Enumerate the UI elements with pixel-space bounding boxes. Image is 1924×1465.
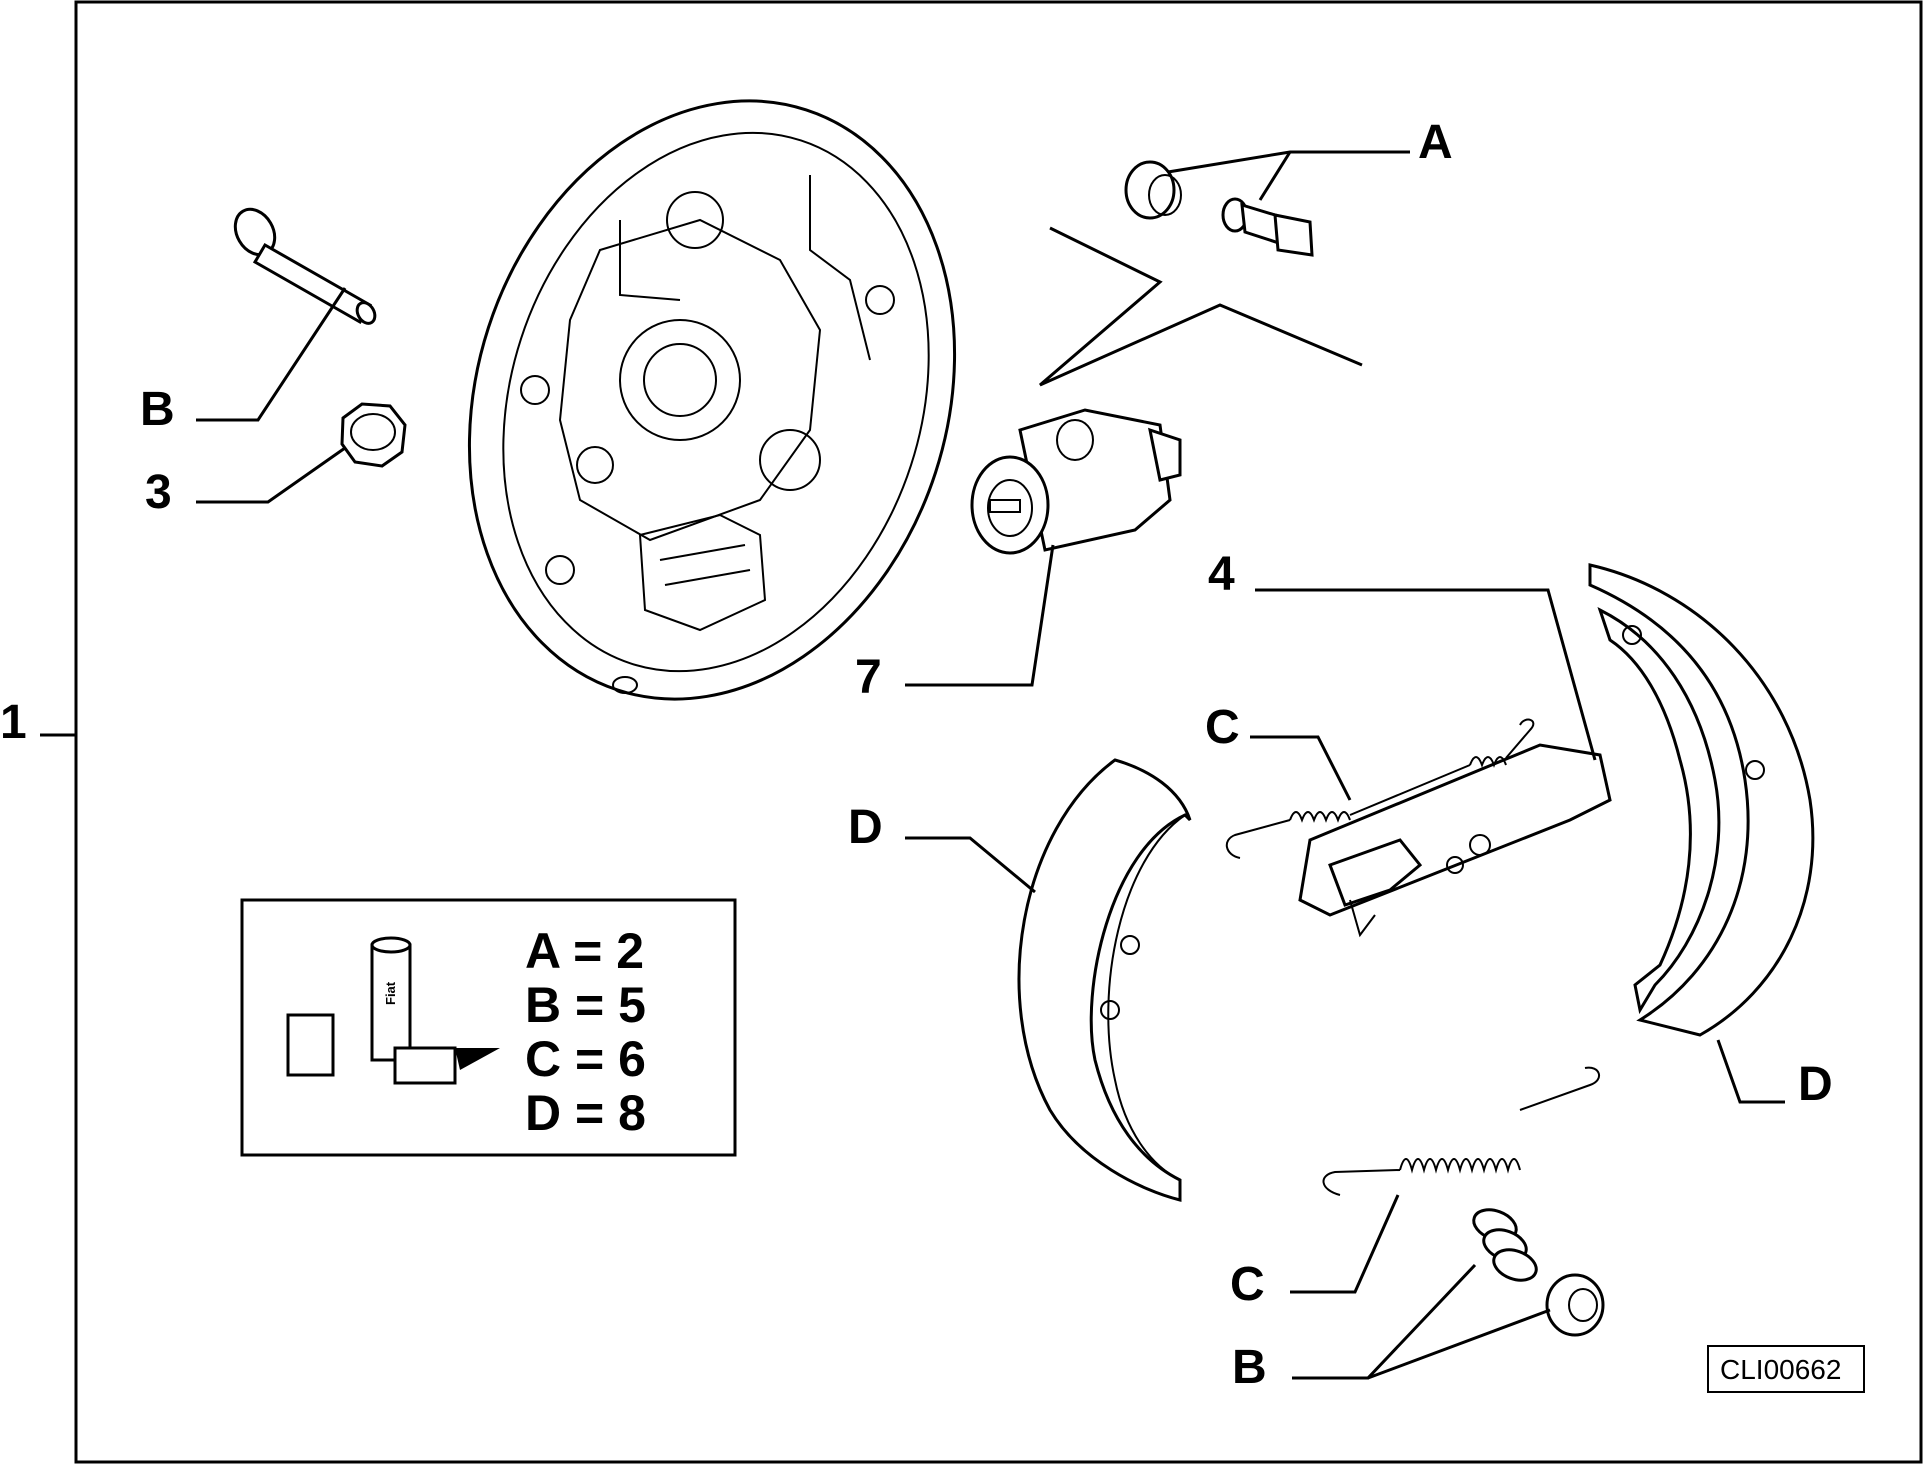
label-lever-4: 4 [1208,548,1235,601]
cap-A [1124,160,1182,220]
label-pin-B: B [140,383,175,436]
wheel-cylinder-7 [970,408,1182,555]
brake-shoe-D-left [1017,758,1192,1202]
legend-item-A: A = 2 [525,923,644,979]
reference-code-box [1707,1345,1865,1393]
label-spring-B-lower: B [1232,1341,1267,1394]
legend-item-D: D = 8 [525,1085,646,1141]
retaining-spring-B [1472,1208,1538,1282]
label-assembly-1: 1 [0,696,27,749]
legend-item-B: B = 5 [525,977,646,1033]
legend-box: Fiat A = 2 B = 5 C = 6 D = 8 [240,898,737,1157]
label-A: A [1418,116,1453,169]
bleeder-screw-A [1221,197,1314,257]
label-cylinder-7: 7 [855,651,882,704]
adjuster-lever-4 [1298,743,1612,938]
label-nut-3: 3 [145,466,172,519]
spring-C-lower [1322,1066,1600,1196]
legend-item-C: C = 6 [525,1031,646,1087]
spring-C-upper [1225,718,1535,859]
pin-B [233,207,377,325]
nut-3 [340,402,407,468]
label-shoe-D-left: D [848,801,883,854]
fiat-logo-text: Fiat [383,981,398,1005]
label-spring-C-lower: C [1230,1258,1265,1311]
diagram-frame [74,0,1923,1464]
backing-plate [467,99,957,701]
label-spring-C-upper: C [1205,701,1240,754]
fiat-product-icon: Fiat [286,936,500,1085]
reference-code: CLI00662 [1720,1354,1841,1385]
label-shoe-D-right: D [1798,1058,1833,1111]
brake-shoe-D-right [1588,563,1815,1037]
spring-cup-B [1545,1273,1605,1337]
